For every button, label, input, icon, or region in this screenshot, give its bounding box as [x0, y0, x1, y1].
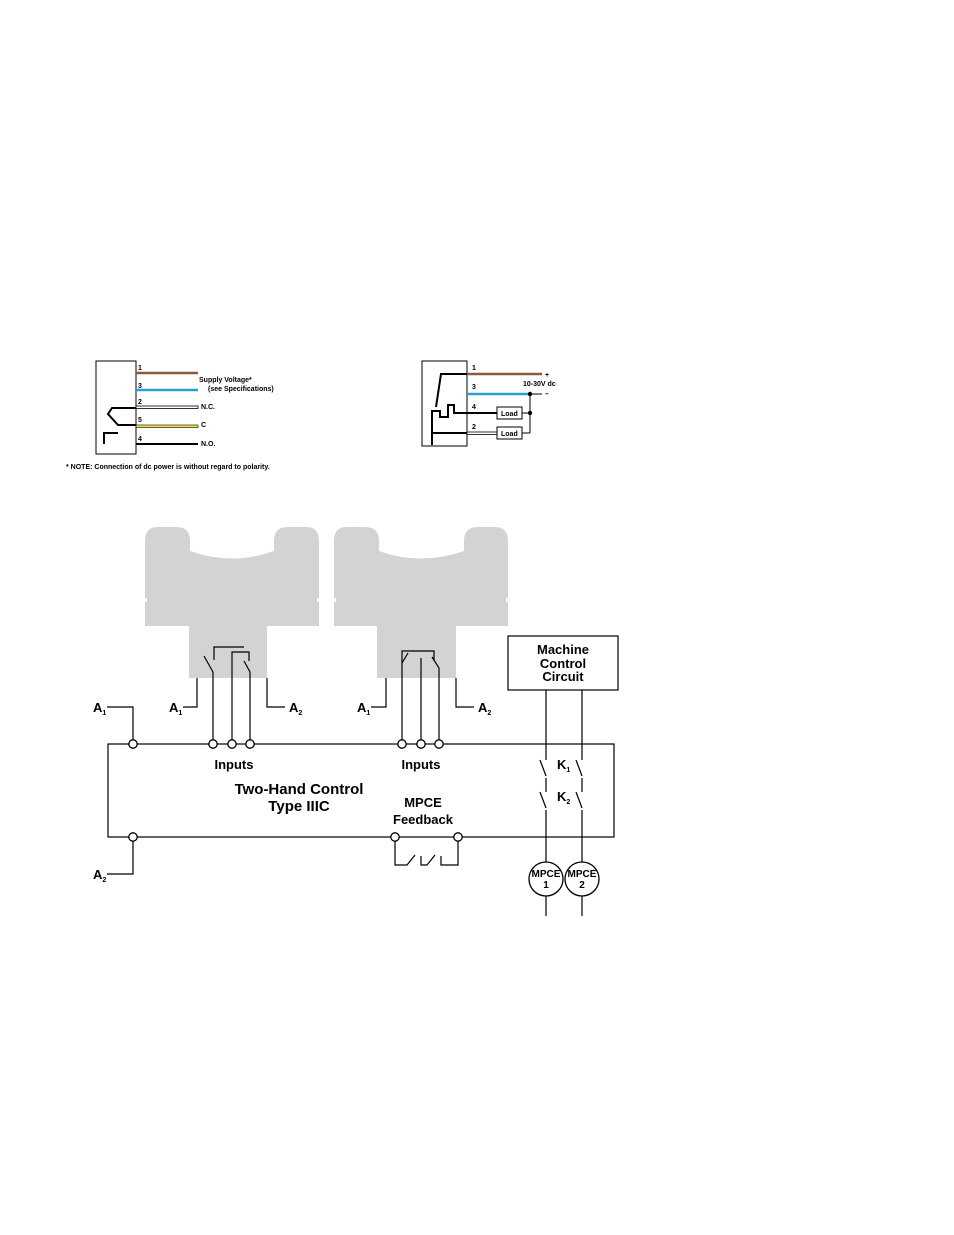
feedback-contacts	[394, 841, 459, 866]
pin-label: 4	[138, 436, 142, 443]
mpce-feedback-label: Feedback	[393, 812, 454, 827]
a1-label: A1	[169, 700, 182, 717]
feedback-terminal	[390, 832, 400, 842]
relay-contact-no	[103, 432, 118, 444]
mpce-2-coil	[564, 861, 600, 897]
nc-label: N.C.	[201, 404, 215, 411]
mpce-feedback-label: MPCE	[404, 795, 442, 810]
button-housing-1	[145, 527, 319, 678]
switch-contact	[231, 651, 250, 740]
polarity-note: * NOTE: Connection of dc power is withou…	[66, 464, 270, 471]
pin-label: 1	[472, 365, 476, 372]
minus-label: –	[545, 391, 549, 398]
a1-power-wire	[107, 706, 134, 744]
wiring-diagram-relay: 1 3 2 5 4 Supply Voltage* (see Specifica…	[66, 360, 274, 471]
pin-label: 2	[138, 399, 142, 406]
pin-label: 4	[472, 404, 476, 411]
k1-contact	[575, 759, 583, 777]
no-label: N.O.	[201, 441, 215, 448]
internal-output	[431, 404, 467, 445]
a2-power-wire	[107, 837, 134, 875]
load-label: Load	[501, 411, 518, 418]
mpce-2-label: MPCE	[568, 869, 597, 880]
pin-label: 3	[472, 384, 476, 391]
pin-label: 2	[472, 424, 476, 431]
inputs-label: Inputs	[215, 757, 254, 772]
k2-label: K2	[557, 789, 570, 806]
internal-switch	[435, 373, 467, 408]
mpce-1-number: 1	[543, 880, 549, 891]
input-terminal	[397, 739, 407, 749]
k1-contact	[539, 759, 547, 777]
switch-contact	[203, 655, 214, 740]
pin-label: 1	[138, 365, 142, 372]
mpce-2-number: 2	[579, 880, 585, 891]
sensor-body-right	[421, 360, 468, 447]
pin-label: 3	[138, 383, 142, 390]
supply-voltage-label: Supply Voltage*	[199, 377, 252, 384]
c-label: C	[201, 422, 206, 429]
k2-contact	[539, 791, 547, 809]
a1-label: A1	[357, 700, 370, 717]
terminal	[128, 832, 138, 842]
see-specifications-label: (see Specifications)	[208, 386, 274, 393]
input-terminal	[416, 739, 426, 749]
two-hand-control-type: Type IIIC	[268, 798, 330, 815]
wire-white-2	[135, 405, 199, 409]
button-housing-2	[334, 527, 508, 678]
two-hand-control-diagram: Machine Control Circuit	[93, 527, 619, 916]
inputs-label: Inputs	[402, 757, 441, 772]
terminal	[128, 739, 138, 749]
machine-control-circuit-label: Control	[540, 656, 586, 671]
mpce-1-label: MPCE	[532, 869, 561, 880]
machine-control-circuit-label: Machine	[537, 642, 589, 657]
a2-label: A2	[478, 700, 491, 717]
two-hand-control-module	[107, 743, 615, 838]
a2-label: A2	[93, 867, 106, 884]
input-terminal	[227, 739, 237, 749]
wiring-diagram-solid-state: 1 3 4 2 + 10-30V dc – Load Load	[421, 360, 556, 447]
machine-control-circuit-box	[507, 635, 619, 691]
input-terminal	[245, 739, 255, 749]
two-hand-control-title: Two-Hand Control	[235, 781, 364, 798]
load-label: Load	[501, 431, 518, 438]
wire-white-2	[466, 431, 498, 435]
pin-label: 5	[138, 417, 142, 424]
plus-label: +	[545, 372, 549, 379]
input-terminal	[434, 739, 444, 749]
wire-yellow-5	[135, 424, 199, 428]
feedback-terminal	[453, 832, 463, 842]
a2-label: A2	[289, 700, 302, 717]
machine-control-circuit-label: Circuit	[542, 669, 584, 684]
switch-contact	[431, 656, 440, 740]
relay-contact	[106, 407, 136, 426]
input-terminal	[208, 739, 218, 749]
mpce-1-coil	[528, 861, 564, 897]
k1-label: K1	[557, 757, 570, 774]
voltage-label: 10-30V dc	[523, 381, 556, 388]
a1-label: A1	[93, 700, 106, 717]
k2-contact	[575, 791, 583, 809]
